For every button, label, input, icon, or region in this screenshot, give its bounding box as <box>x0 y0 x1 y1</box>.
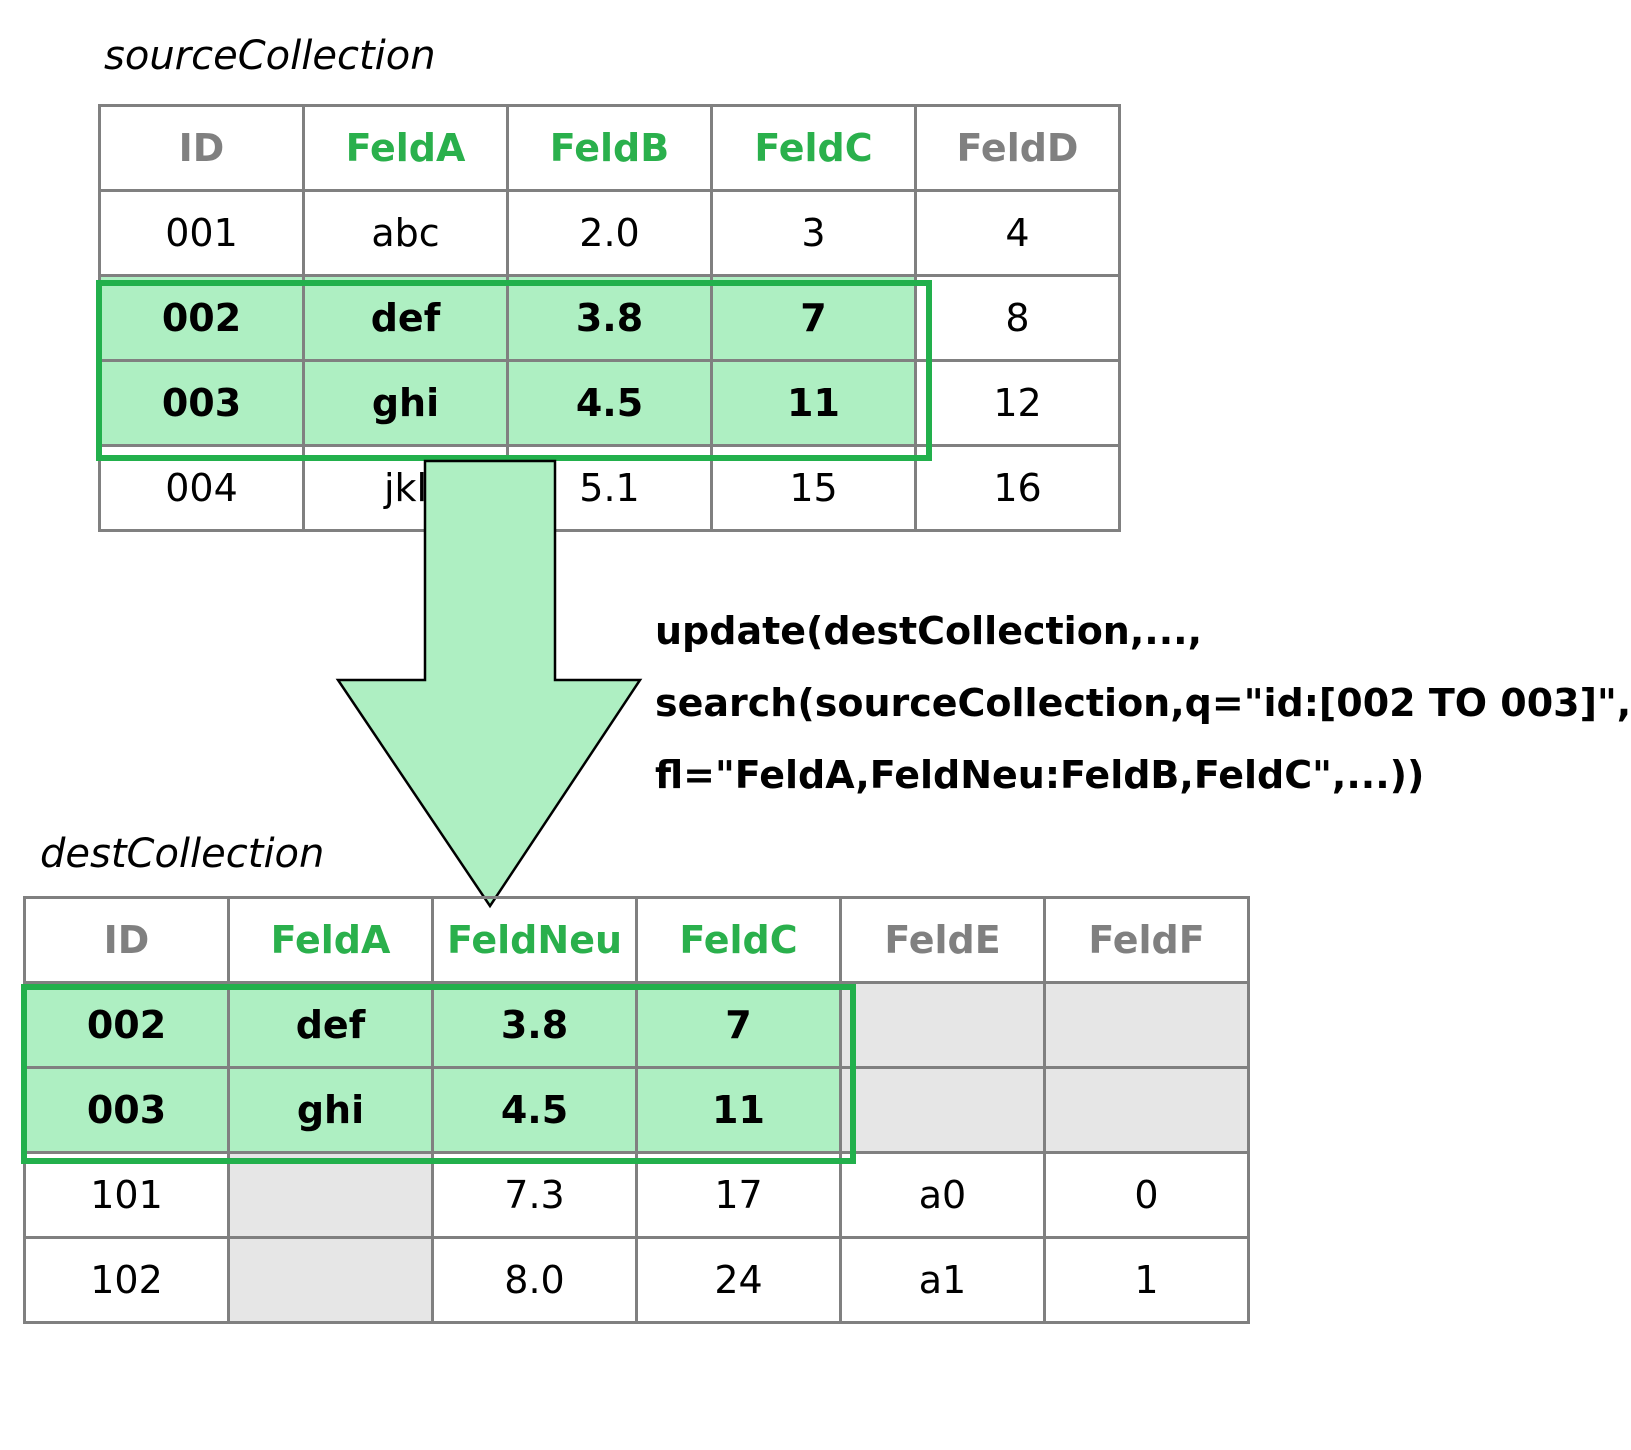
command-line-fields: fl="FeldA,FeldNeu:FeldB,FeldC",...)) <box>655 753 1425 797</box>
dest-cell-empty <box>839 1066 1046 1154</box>
source-header-feldd: FeldD <box>914 104 1121 192</box>
source-cell: 3.8 <box>506 274 713 362</box>
source-row-selected: 002 def 3.8 7 8 <box>98 274 1121 362</box>
dest-cell-empty <box>1043 981 1250 1069</box>
source-cell: 8 <box>914 274 1121 362</box>
command-line-update: update(destCollection,..., <box>655 609 1203 653</box>
source-collection-title: sourceCollection <box>104 33 436 79</box>
source-cell: jkl <box>302 444 509 532</box>
source-cell: 003 <box>98 359 305 447</box>
dest-cell: 0 <box>1043 1151 1250 1239</box>
source-cell: 7 <box>710 274 917 362</box>
dest-row-selected: 003 ghi 4.5 11 <box>23 1066 1250 1154</box>
dest-cell: 11 <box>635 1066 842 1154</box>
dest-cell: a1 <box>839 1236 1046 1324</box>
source-cell: 004 <box>98 444 305 532</box>
dest-header-felde: FeldE <box>839 896 1046 984</box>
source-cell: 3 <box>710 189 917 277</box>
dest-cell: 4.5 <box>431 1066 638 1154</box>
dest-cell: 002 <box>23 981 230 1069</box>
source-header-feldb: FeldB <box>506 104 713 192</box>
source-cell: 2.0 <box>506 189 713 277</box>
dest-cell: 17 <box>635 1151 842 1239</box>
dest-header-row: ID FeldA FeldNeu FeldC FeldE FeldF <box>23 896 1250 984</box>
source-header-feldc: FeldC <box>710 104 917 192</box>
dest-cell-empty <box>227 1236 434 1324</box>
source-cell: 16 <box>914 444 1121 532</box>
dest-cell-empty <box>1043 1066 1250 1154</box>
source-cell: def <box>302 274 509 362</box>
source-cell: ghi <box>302 359 509 447</box>
dest-cell-empty <box>839 981 1046 1069</box>
dest-collection-title: destCollection <box>40 831 325 877</box>
dest-cell-empty <box>227 1151 434 1239</box>
source-cell: 4 <box>914 189 1121 277</box>
dest-cell: ghi <box>227 1066 434 1154</box>
dest-cell: def <box>227 981 434 1069</box>
source-table: ID FeldA FeldB FeldC FeldD 001 abc 2.0 3… <box>98 104 1121 532</box>
dest-header-feldc: FeldC <box>635 896 842 984</box>
dest-header-felda: FeldA <box>227 896 434 984</box>
dest-header-feldf: FeldF <box>1043 896 1250 984</box>
dest-cell: 003 <box>23 1066 230 1154</box>
source-cell: 002 <box>98 274 305 362</box>
dest-header-feldneu: FeldNeu <box>431 896 638 984</box>
source-cell: 12 <box>914 359 1121 447</box>
dest-cell: 102 <box>23 1236 230 1324</box>
source-cell: 001 <box>98 189 305 277</box>
source-row: 001 abc 2.0 3 4 <box>98 189 1121 277</box>
dest-cell: 3.8 <box>431 981 638 1069</box>
source-row-selected: 003 ghi 4.5 11 12 <box>98 359 1121 447</box>
source-cell: 11 <box>710 359 917 447</box>
dest-row-selected: 002 def 3.8 7 <box>23 981 1250 1069</box>
dest-cell: 7 <box>635 981 842 1069</box>
dest-row: 101 7.3 17 a0 0 <box>23 1151 1250 1239</box>
command-line-search: search(sourceCollection,q="id:[002 TO 00… <box>655 681 1631 725</box>
source-cell: abc <box>302 189 509 277</box>
source-cell: 4.5 <box>506 359 713 447</box>
dest-cell: 1 <box>1043 1236 1250 1324</box>
source-cell: 15 <box>710 444 917 532</box>
source-header-row: ID FeldA FeldB FeldC FeldD <box>98 104 1121 192</box>
dest-cell: 24 <box>635 1236 842 1324</box>
dest-row: 102 8.0 24 a1 1 <box>23 1236 1250 1324</box>
dest-cell: 101 <box>23 1151 230 1239</box>
dest-header-id: ID <box>23 896 230 984</box>
dest-cell: a0 <box>839 1151 1046 1239</box>
source-header-id: ID <box>98 104 305 192</box>
source-cell: 5.1 <box>506 444 713 532</box>
dest-cell: 7.3 <box>431 1151 638 1239</box>
dest-table: ID FeldA FeldNeu FeldC FeldE FeldF 002 d… <box>23 896 1250 1324</box>
source-header-felda: FeldA <box>302 104 509 192</box>
dest-cell: 8.0 <box>431 1236 638 1324</box>
source-row: 004 jkl 5.1 15 16 <box>98 444 1121 532</box>
